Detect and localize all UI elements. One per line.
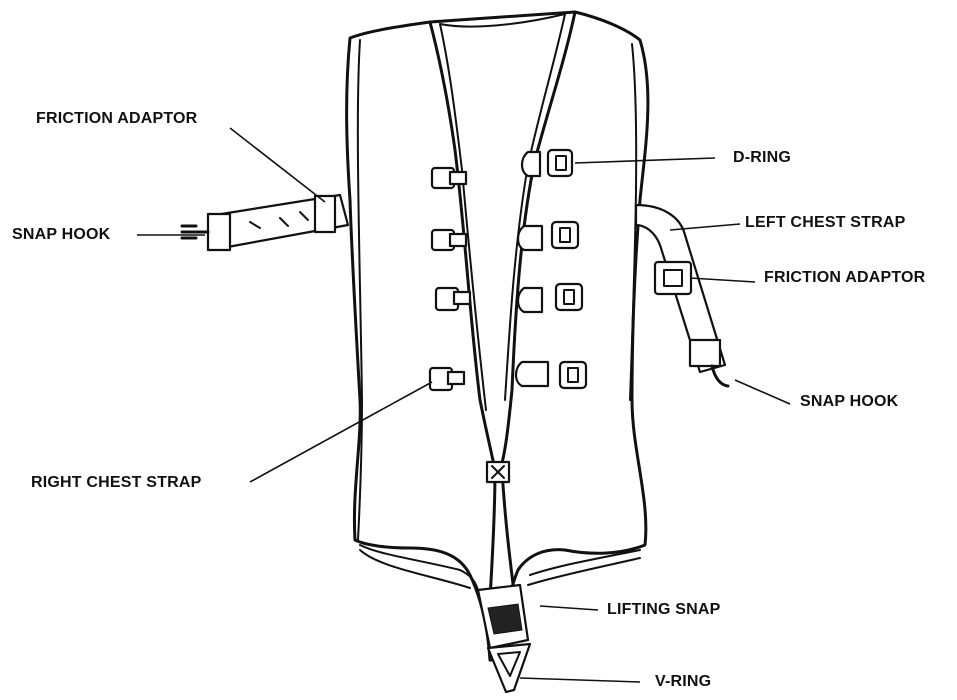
friction-adaptor-left [655,262,691,294]
label-lifting-snap: LIFTING SNAP [607,601,721,619]
vest-body [347,12,648,660]
label-d-ring: D-RING [733,149,791,167]
label-friction-adaptor-left: FRICTION ADAPTOR [764,269,925,287]
label-right-chest-strap: RIGHT CHEST STRAP [31,474,202,492]
label-v-ring: V-RING [655,673,711,691]
snap-hook-left [690,340,720,366]
d-rings [516,150,586,388]
label-left-chest-strap: LEFT CHEST STRAP [745,214,906,232]
label-snap-hook-right: SNAP HOOK [12,226,110,244]
label-snap-hook-left: SNAP HOOK [800,393,898,411]
label-friction-adaptor-right: FRICTION ADAPTOR [36,110,197,128]
snap-hook-right [208,214,230,250]
v-ring [488,644,530,692]
